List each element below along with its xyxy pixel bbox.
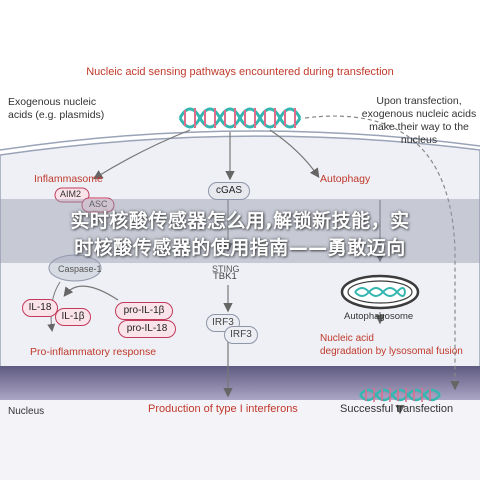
title-overlay-banner: [0, 199, 480, 263]
arrow-to-autophagy: [269, 129, 320, 178]
il1b-label: IL-1β: [55, 308, 91, 326]
diagram-title: Nucleic acid sensing pathways encountere…: [86, 66, 394, 78]
cgas-label: cGAS: [208, 182, 250, 200]
right-note-line3: make their way to the: [369, 121, 469, 133]
autophagosome-label: Autophagosome: [344, 311, 414, 322]
pro-il18-label: pro-IL-18: [118, 320, 176, 338]
arrow-to-inflammasome: [92, 129, 191, 180]
success-label: Successful transfection: [340, 403, 454, 415]
caspase-label: Caspase-1: [58, 264, 102, 274]
caspase-blob: [48, 254, 102, 282]
left-note: Exogenous nucleic acids (e.g. plasmids): [8, 96, 104, 122]
arrow-pro-to-mature: [63, 285, 119, 301]
dna-helix-top: [178, 107, 302, 129]
irf3-b-label: IRF3: [224, 326, 258, 344]
asc-label: ASC: [89, 199, 108, 209]
right-note-line4: nucleus: [400, 134, 438, 146]
aim2-label: AIM2: [60, 189, 82, 199]
aim2-pill-shape: [54, 187, 90, 203]
cell-membrane: [0, 130, 480, 151]
dna-helix-nucleus: [359, 388, 441, 402]
asc-pill-shape: [81, 197, 115, 213]
arrow-to-nucleus-dashed: [304, 115, 460, 391]
sting-label: STING: [212, 264, 240, 274]
il18-label: IL-18: [22, 299, 58, 317]
autophagy-label: Autophagy: [320, 173, 371, 185]
right-note-line2: exogenous nucleic acids: [361, 108, 477, 120]
degradation-line2: degradation by lysosomal fusion: [320, 346, 463, 357]
left-note-line2: acids (e.g. plasmids): [8, 109, 105, 121]
right-note: Upon transfection, exogenous nucleic aci…: [360, 95, 478, 147]
overlay-line-1: 实时核酸传感器怎么用,解锁新技能，实: [70, 210, 410, 232]
inflammasome-label: Inflammasome: [34, 173, 103, 185]
degradation-label: Nucleic acid degradation by lysosomal fu…: [320, 332, 463, 358]
interferon-label: Production of type I interferons: [148, 403, 298, 415]
overlay-line-2: 时核酸传感器的使用指南——勇敢迈向: [74, 237, 406, 259]
nucleus-label: Nucleus: [8, 406, 45, 417]
degradation-line1: Nucleic acid: [320, 333, 374, 344]
autophagosome-shape: [340, 274, 420, 310]
left-note-line1: Exogenous nucleic: [8, 96, 97, 108]
right-note-line1: Upon transfection,: [376, 95, 462, 107]
tbk1-label: TBK1: [213, 271, 237, 282]
pro-inflammatory-label: Pro-inflammatory response: [30, 346, 157, 358]
pro-il1b-label: pro-IL-1β: [115, 302, 173, 320]
